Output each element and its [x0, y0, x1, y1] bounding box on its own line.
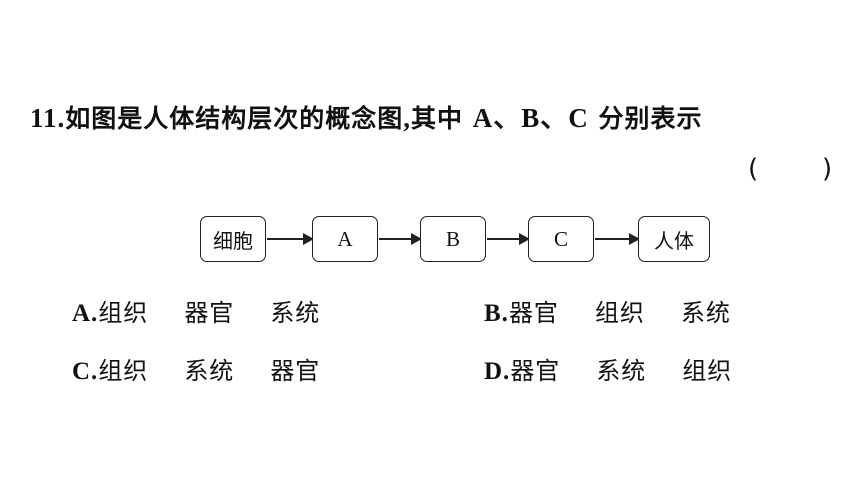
option-c[interactable]: C.组织 系统 器官: [72, 351, 320, 386]
option-item: 器官: [184, 299, 235, 327]
flow-arrow: [595, 233, 640, 245]
option-item: 组织: [682, 357, 733, 385]
option-item: 器官: [270, 357, 321, 385]
option-letter: B.: [484, 300, 509, 327]
question-comma: ,: [403, 103, 412, 133]
option-a[interactable]: A.组织 器官 系统: [72, 293, 320, 328]
option-item: 器官: [508, 299, 559, 327]
answer-paren-open: (: [748, 154, 759, 184]
option-letter: D.: [484, 358, 511, 385]
flow-node-cell: 细胞: [200, 216, 266, 262]
option-item: 组织: [594, 299, 645, 327]
question-number: 11.: [30, 103, 66, 133]
option-d[interactable]: D.器官 系统 组织: [484, 351, 732, 386]
flow-arrow: [487, 233, 530, 245]
option-letter: C.: [72, 358, 99, 385]
flow-node-c: C: [528, 216, 594, 262]
answer-paren-close: ): [822, 154, 833, 184]
option-item: 器官: [510, 357, 561, 385]
option-item: 系统: [270, 299, 321, 327]
flow-arrow: [267, 233, 314, 245]
flow-node-human-body: 人体: [638, 216, 710, 262]
flow-node-a: A: [312, 216, 378, 262]
option-item: 系统: [184, 357, 235, 385]
question-stem: 11.如图是人体结构层次的概念图,其中 A、B、C 分别表示: [30, 96, 702, 135]
flow-node-b: B: [420, 216, 486, 262]
option-item: 组织: [98, 357, 149, 385]
question-letters: A、B、C: [472, 103, 589, 133]
option-item: 系统: [596, 357, 647, 385]
question-text-part3: 分别表示: [588, 104, 703, 133]
option-b[interactable]: B.器官 组织 系统: [484, 293, 731, 328]
option-item: 系统: [680, 299, 731, 327]
question-text-part1: 如图是人体结构层次的概念图: [65, 104, 404, 133]
question-text-part2: 其中: [411, 104, 473, 133]
option-letter: A.: [72, 300, 99, 327]
option-item: 组织: [98, 299, 149, 327]
flow-arrow: [379, 233, 422, 245]
